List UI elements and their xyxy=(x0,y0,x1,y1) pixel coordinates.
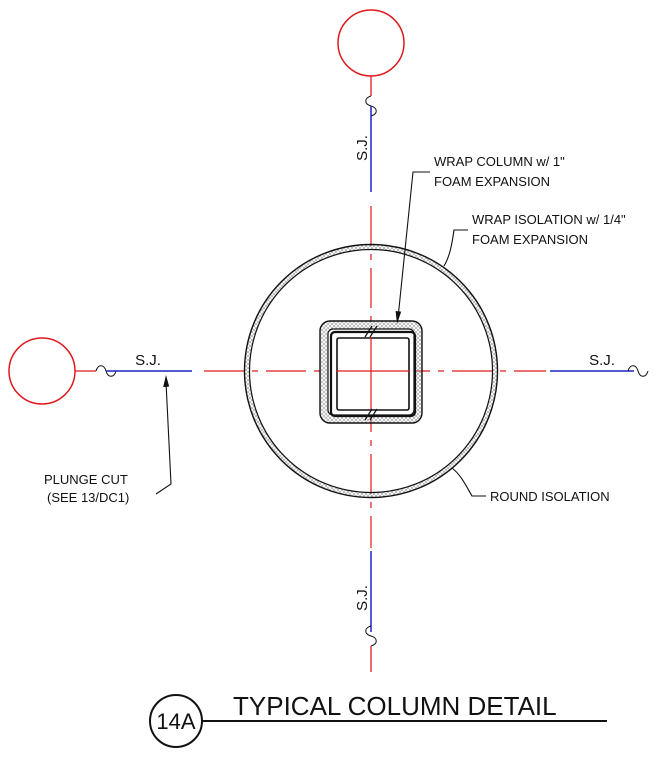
round-isolation-inner xyxy=(248,248,494,494)
grid-bubble-top xyxy=(337,9,405,77)
callout-wrap-isolation-line2: FOAM EXPANSION xyxy=(472,232,588,247)
callout-wrap-column-line1: WRAP COLUMN w/ 1" xyxy=(434,154,565,169)
sj-label-right: S.J. xyxy=(589,352,615,369)
detail-tag-number: 14A xyxy=(156,709,195,734)
leader-wrap-column xyxy=(397,171,430,319)
leader-plunge-cut xyxy=(155,381,172,495)
round-isolation-outer xyxy=(243,243,499,499)
callout-wrap-column-line2: FOAM EXPANSION xyxy=(434,174,550,189)
leader-round-isolation xyxy=(451,467,486,497)
column-centermark xyxy=(336,337,410,411)
leader-wrap-isolation xyxy=(443,229,468,267)
grid-bubble-left xyxy=(8,337,76,405)
sj-label-bottom: S.J. xyxy=(354,585,371,611)
steel-column-inner xyxy=(336,337,410,411)
callout-plunge-cut-line1: PLUNGE CUT xyxy=(44,472,128,487)
callout-round-isolation: ROUND ISOLATION xyxy=(490,489,610,504)
round-isolation-hatch xyxy=(244,244,498,498)
leader-plunge-cut-arrow xyxy=(163,375,170,387)
sj-label-left: S.J. xyxy=(135,352,161,369)
callout-plunge-cut-line2: (SEE 13/DC1) xyxy=(47,490,129,505)
callout-wrap-isolation-line1: WRAP ISOLATION w/ 1/4" xyxy=(472,212,626,227)
column-weld-marks xyxy=(364,325,378,421)
sj-label-top: S.J. xyxy=(354,135,371,161)
break-symbol-right xyxy=(627,365,649,377)
break-symbol-bottom xyxy=(365,625,377,647)
leader-wrap-column-arrow xyxy=(395,311,402,324)
detail-title: TYPICAL COLUMN DETAIL xyxy=(233,691,557,721)
